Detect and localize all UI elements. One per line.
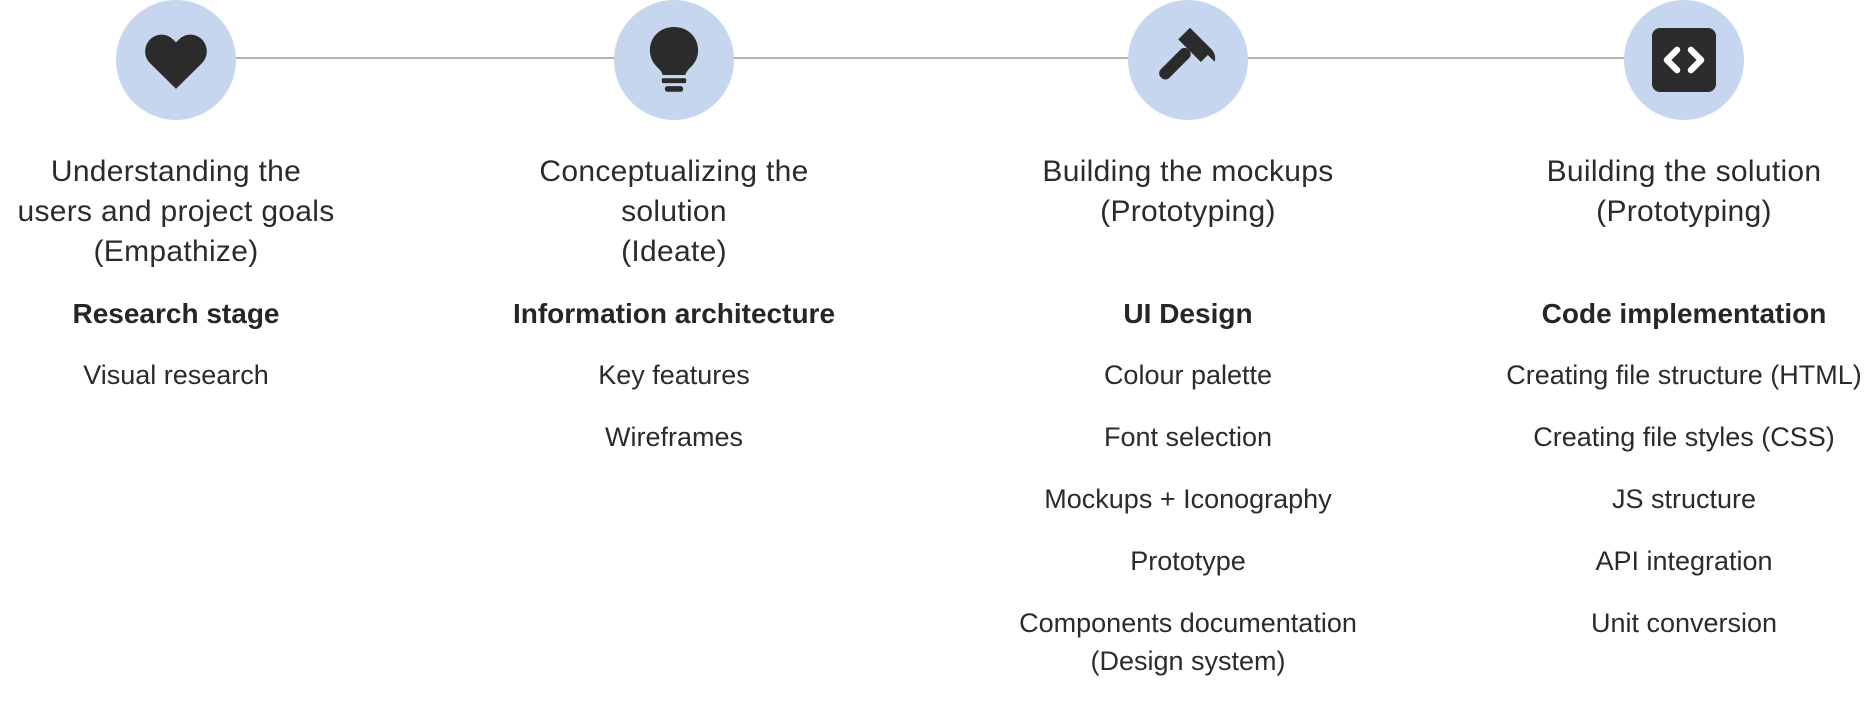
task-label: Mockups + Iconography	[1044, 484, 1332, 514]
task-item: Key features	[494, 356, 854, 394]
phase-heading: UI Design	[1123, 298, 1253, 329]
stage-icon-circle	[1624, 0, 1744, 120]
stage-title-line: users and project goals	[17, 195, 335, 228]
task-label: Components documentation	[1019, 608, 1357, 638]
task-item: Colour palette	[1008, 356, 1368, 394]
task-item: Creating file structure (HTML)	[1504, 356, 1864, 394]
phase-heading: Code implementation	[1541, 298, 1827, 329]
task-item: Wireframes	[494, 418, 854, 456]
task-label: Key features	[598, 360, 750, 390]
task-label: API integration	[1595, 546, 1773, 576]
timeline-connector-line	[176, 57, 1686, 59]
stage-icon-circle	[116, 0, 236, 120]
stage-title: Building the solution (Prototyping)	[1504, 152, 1864, 232]
task-item: Font selection	[1008, 418, 1368, 456]
task-item: Unit conversion	[1504, 604, 1864, 642]
task-item: Prototype	[1008, 542, 1368, 580]
stage-title: Building the mockups (Prototyping)	[1008, 152, 1368, 232]
stage-title: Conceptualizing the solution (Ideate)	[494, 152, 854, 272]
task-item: Mockups + Iconography	[1008, 480, 1368, 518]
task-label: Creating file styles (CSS)	[1533, 422, 1835, 452]
task-item: Components documentation (Design system)	[1008, 604, 1368, 680]
task-list: Colour palette Font selection Mockups + …	[1008, 356, 1368, 704]
task-item: JS structure	[1504, 480, 1864, 518]
lightbulb-icon	[649, 27, 699, 92]
heart-icon	[145, 34, 207, 89]
hammer-icon	[1159, 27, 1216, 80]
task-label: Visual research	[83, 360, 269, 390]
stage-title-line: Understanding the	[50, 155, 302, 188]
task-label: Font selection	[1103, 422, 1273, 452]
task-label: Creating file structure (HTML)	[1506, 360, 1862, 390]
stage-title-line: (Prototyping)	[1100, 195, 1276, 228]
phase-heading: Research stage	[72, 298, 280, 329]
task-list: Visual research	[0, 356, 356, 418]
code-icon	[1652, 28, 1716, 92]
stage-title-line: Conceptualizing the solution	[539, 155, 809, 228]
stage-icon-circle	[614, 0, 734, 120]
task-list: Creating file structure (HTML) Creating …	[1504, 356, 1864, 666]
task-label: JS structure	[1611, 484, 1757, 514]
task-item: API integration	[1504, 542, 1864, 580]
task-label: Prototype	[1130, 546, 1246, 576]
task-item: Creating file styles (CSS)	[1504, 418, 1864, 456]
stage-title: Understanding the users and project goal…	[0, 152, 356, 272]
stage-title-line: Building the mockups	[1042, 155, 1334, 188]
phase-heading: Information architecture	[512, 298, 836, 329]
stage-icon-circle	[1128, 0, 1248, 120]
stage-title-line: (Empathize)	[93, 235, 259, 268]
task-label: (Design system)	[1090, 646, 1286, 676]
stage-title-line: (Ideate)	[621, 235, 727, 268]
task-label: Colour palette	[1103, 360, 1273, 390]
stage-title-line: Building the solution	[1546, 155, 1822, 188]
stage-title-line: (Prototyping)	[1596, 195, 1772, 228]
task-list: Key features Wireframes	[494, 356, 854, 480]
task-label: Unit conversion	[1590, 608, 1778, 638]
task-label: Wireframes	[604, 422, 743, 452]
task-item: Visual research	[0, 356, 356, 394]
